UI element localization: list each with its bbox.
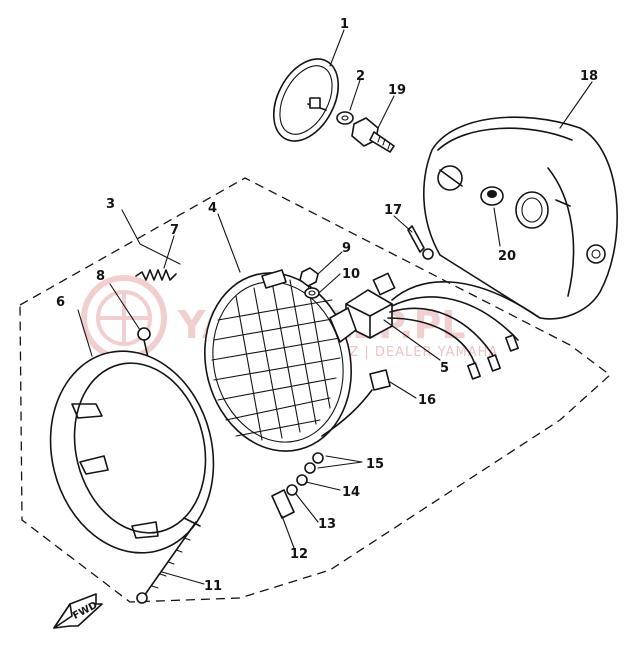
part-housing-shell (423, 116, 618, 320)
callout-16: 16 (418, 393, 436, 408)
callout-5: 5 (440, 361, 449, 376)
callout-17: 17 (384, 203, 402, 218)
callout-1: 1 (340, 17, 349, 32)
callout-9: 9 (342, 241, 351, 256)
assembly-boundary (19, 177, 612, 603)
part-connector-16 (321, 369, 391, 437)
part-bushing-12 (271, 489, 295, 519)
callout-11: 11 (204, 579, 222, 594)
part-cap (272, 58, 340, 142)
callout-4: 4 (208, 201, 217, 216)
part-rim (49, 350, 215, 554)
part-spring-7 (135, 269, 177, 281)
callout-7: 7 (170, 223, 179, 238)
watermark-logo (81, 275, 167, 361)
callout-10: 10 (342, 267, 360, 282)
callout-8: 8 (96, 269, 105, 284)
callout-19: 19 (388, 83, 406, 98)
callout-6: 6 (56, 295, 65, 310)
part-washer-10 (304, 287, 320, 299)
part-grommet-20 (480, 186, 504, 206)
callout-18: 18 (580, 69, 598, 84)
part-bolt-19 (351, 117, 395, 153)
callout-14: 14 (342, 485, 360, 500)
part-washer-2 (336, 111, 354, 125)
callout-20: 20 (498, 249, 516, 264)
callouts: 1 2 3 4 5 6 7 8 9 10 11 12 13 14 15 16 1… (56, 17, 598, 594)
fwd-arrow: FWD (53, 593, 103, 629)
callout-3: 3 (106, 197, 115, 212)
part-washer-13 (286, 484, 298, 496)
callout-15: 15 (366, 457, 384, 472)
part-nut-14 (296, 474, 308, 486)
part-screw-11 (136, 521, 197, 604)
part-nut-9 (299, 267, 319, 287)
callout-13: 13 (318, 517, 336, 532)
callout-12: 12 (290, 547, 308, 562)
part-sealed-beam (204, 269, 357, 452)
callout-2: 2 (356, 69, 365, 84)
part-washers-15 (304, 452, 324, 474)
leader-lines (77, 29, 593, 585)
